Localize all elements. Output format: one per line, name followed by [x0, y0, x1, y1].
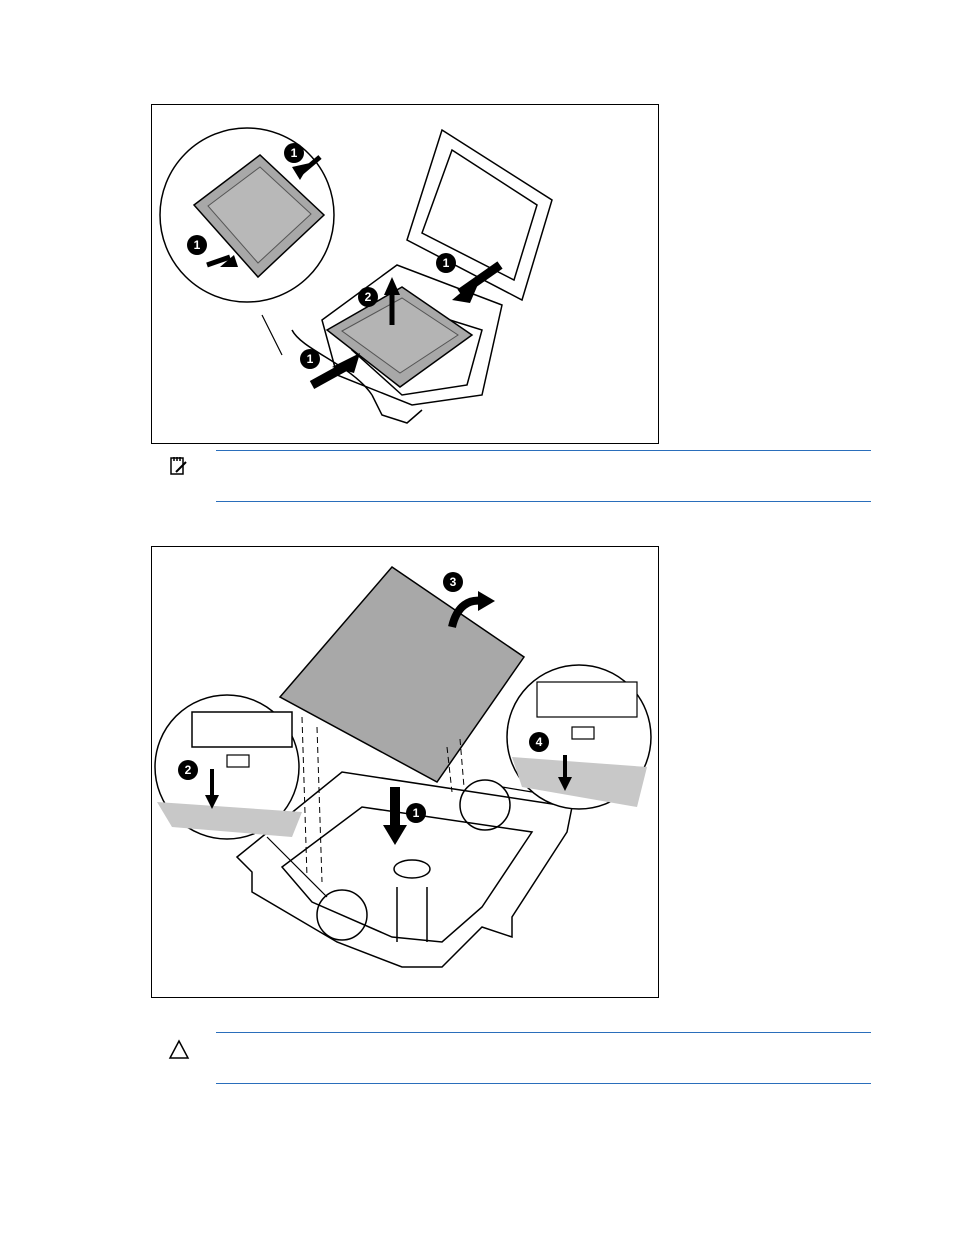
zoom-circle-right: [507, 665, 651, 809]
callout-3: 3: [450, 575, 457, 589]
callout-1-top: 1: [291, 146, 298, 160]
zoom-circle-left: [155, 695, 302, 839]
processor-install-illustration: 3 2 4 1: [151, 546, 659, 998]
callout-2: 2: [365, 290, 372, 304]
caution-icon: [168, 1039, 190, 1061]
caution-notice: [216, 1032, 871, 1084]
callout-1-right: 1: [443, 256, 450, 270]
callout-1: 1: [413, 806, 420, 820]
callout-4: 4: [536, 735, 543, 749]
important-icon: [168, 455, 190, 477]
callout-1-left: 1: [194, 238, 201, 252]
important-notice: [216, 450, 871, 502]
processor-removal-illustration: 1 1 2 1 1: [151, 104, 659, 444]
callout-1-bottom: 1: [307, 352, 314, 366]
callout-2: 2: [185, 763, 192, 777]
